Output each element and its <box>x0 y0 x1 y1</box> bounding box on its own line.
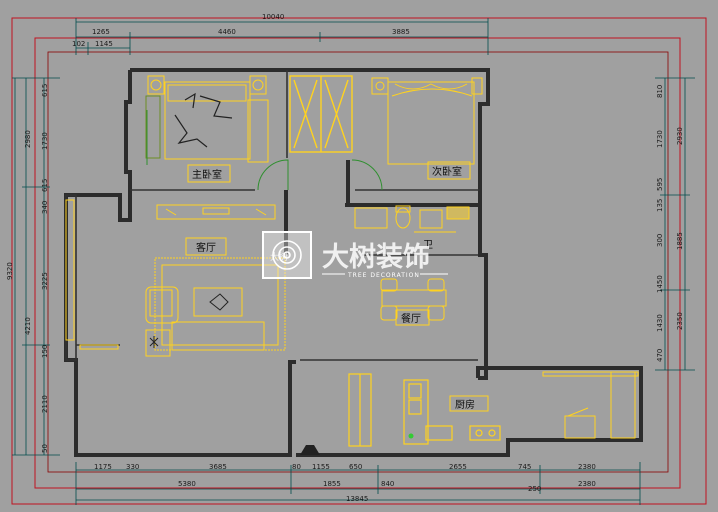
watermark-logo-rings <box>272 240 302 270</box>
dim-right-1730: 1730 <box>656 130 664 148</box>
dim-left-4210: 4210 <box>24 317 32 335</box>
dim-right-300: 300 <box>656 234 664 247</box>
dim-bottom-250: 250 <box>528 485 541 493</box>
dim-bottom-80: 80 <box>292 463 301 471</box>
kitchen-marker <box>408 433 414 439</box>
left-dimension-lines <box>12 77 60 456</box>
dim-top-3: 3885 <box>392 28 410 36</box>
dim-right-1430: 1430 <box>656 314 664 332</box>
dim-top-1: 1265 <box>92 28 110 36</box>
dim-top-small-2: 1145 <box>95 40 113 48</box>
master-bed <box>147 75 267 160</box>
drawing-border <box>47 51 669 473</box>
watermark-brand: 大树装饰 <box>322 242 430 273</box>
watermark-logo-text: 大树 <box>270 251 288 263</box>
right-dimension-lines <box>655 77 695 371</box>
living-room-furniture <box>145 257 286 357</box>
master-side-panel <box>247 99 269 163</box>
room-labels: 主卧室 次卧室 客厅 餐厅 厨房 卫 <box>185 161 489 412</box>
dim-bottom-650: 650 <box>349 463 362 471</box>
dim-bottom-2380b: 2380 <box>578 480 596 488</box>
dim-left-2110: 2110 <box>41 395 49 413</box>
watermark-logo <box>262 231 312 279</box>
dining-table <box>380 278 447 321</box>
dim-bottom-1175: 1175 <box>94 463 112 471</box>
label-living-room: 客厅 <box>196 241 216 254</box>
dim-left-615: 615 <box>41 84 49 97</box>
walls <box>64 68 643 457</box>
label-master-bedroom: 主卧室 <box>192 168 222 181</box>
top-dimension-lines <box>75 18 489 55</box>
tv-cabinet <box>156 204 276 220</box>
dim-left-615b: 615 <box>41 179 49 192</box>
central-wardrobes <box>289 75 353 153</box>
outer-frame <box>11 17 707 505</box>
dim-bottom-5380: 5380 <box>178 480 196 488</box>
dim-bottom-total: 13845 <box>346 495 368 503</box>
dim-right-810: 810 <box>656 85 664 98</box>
second-bed <box>371 77 483 165</box>
dim-right-1885: 1885 <box>676 232 684 250</box>
windows <box>65 199 639 377</box>
inner-frame <box>34 37 681 489</box>
dim-top-small-1: 102 <box>72 40 85 48</box>
dim-right-1450: 1450 <box>656 275 664 293</box>
dim-right-595: 595 <box>656 178 664 191</box>
dim-left-total: 9320 <box>6 262 14 280</box>
dim-right-2350: 2350 <box>676 312 684 330</box>
door-swings <box>257 159 383 191</box>
dim-top-2: 4460 <box>218 28 236 36</box>
label-bathroom: 卫 <box>423 240 433 251</box>
dim-right-470: 470 <box>656 349 664 362</box>
label-dining-room: 餐厅 <box>401 312 421 325</box>
label-kitchen: 厨房 <box>455 398 475 411</box>
bottom-dimension-lines <box>75 462 641 505</box>
dim-bottom-840: 840 <box>381 480 394 488</box>
dim-bottom-1855: 1855 <box>323 480 341 488</box>
dim-top-total: 10040 <box>262 13 284 21</box>
dim-bottom-1155: 1155 <box>312 463 330 471</box>
dim-left-50: 50 <box>41 444 49 453</box>
bathroom-fixtures <box>354 205 470 233</box>
dim-bottom-2380: 2380 <box>578 463 596 471</box>
entrance-door <box>300 445 320 455</box>
dim-right-135: 135 <box>656 199 664 212</box>
dim-left-2980: 2980 <box>24 130 32 148</box>
label-second-bedroom: 次卧室 <box>432 165 462 178</box>
master-bed-pillows <box>174 92 233 148</box>
dim-bottom-3685: 3685 <box>209 463 227 471</box>
dim-bottom-330: 330 <box>126 463 139 471</box>
dim-right-2930: 2930 <box>676 127 684 145</box>
dim-bottom-2655: 2655 <box>449 463 467 471</box>
master-wardrobe <box>145 95 161 159</box>
dim-left-340: 340 <box>41 201 49 214</box>
dim-left-150: 150 <box>41 345 49 358</box>
balcony-furniture <box>564 371 636 439</box>
dim-left-3225: 3225 <box>41 272 49 290</box>
watermark-sub: TREE DECORATION <box>347 272 420 279</box>
dim-left-1730: 1730 <box>41 132 49 150</box>
watermark: 大树 大树装饰 TREE DECORATION <box>262 231 448 279</box>
living-room-plant <box>149 293 229 348</box>
dim-bottom-745: 745 <box>518 463 531 471</box>
kitchen-cabinets <box>348 373 501 447</box>
